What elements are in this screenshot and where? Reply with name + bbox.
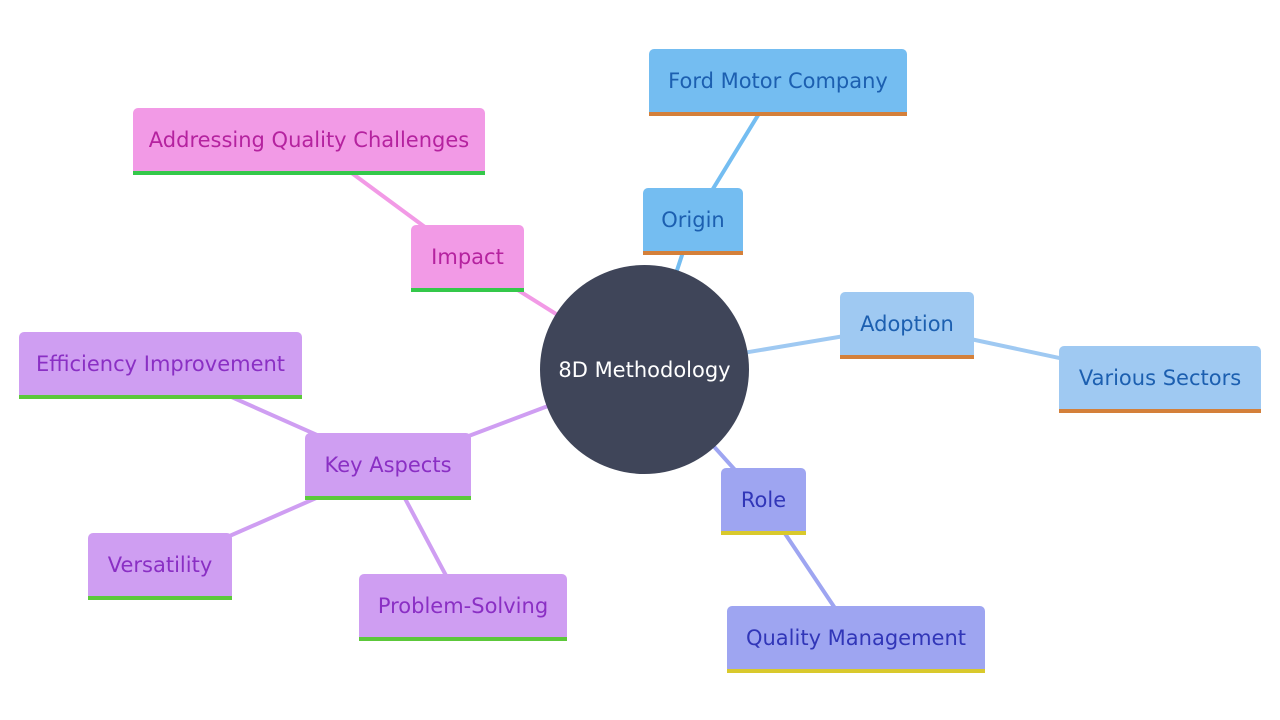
node-label: Adoption [860,311,954,336]
node-adoption: Adoption [840,292,974,359]
center-node-label: 8D Methodology [558,357,731,382]
node-label: Role [740,487,787,512]
center-node: 8D Methodology [540,265,749,474]
node-addressing-quality-challenges: Addressing Quality Challenges [133,108,485,175]
node-label: Quality Management [745,625,967,650]
node-problem-solving: Problem-Solving [359,574,567,641]
node-label: Impact [431,244,504,269]
node-label: Efficiency Improvement [35,351,286,376]
node-various-sectors: Various Sectors [1059,346,1261,413]
node-impact: Impact [411,225,524,292]
node-label: Versatility [107,552,213,577]
node-efficiency-improvement: Efficiency Improvement [19,332,302,399]
node-key-aspects: Key Aspects [305,433,471,500]
node-label: Problem-Solving [377,593,549,618]
node-ford-motor-company: Ford Motor Company [649,49,907,116]
node-label: Origin [661,207,725,232]
node-versatility: Versatility [88,533,232,600]
node-label: Various Sectors [1078,365,1242,390]
node-role: Role [721,468,806,535]
node-origin: Origin [643,188,743,255]
node-label: Addressing Quality Challenges [148,127,470,152]
node-quality-management: Quality Management [727,606,985,673]
node-label: Key Aspects [324,452,452,477]
node-label: Ford Motor Company [668,68,888,93]
